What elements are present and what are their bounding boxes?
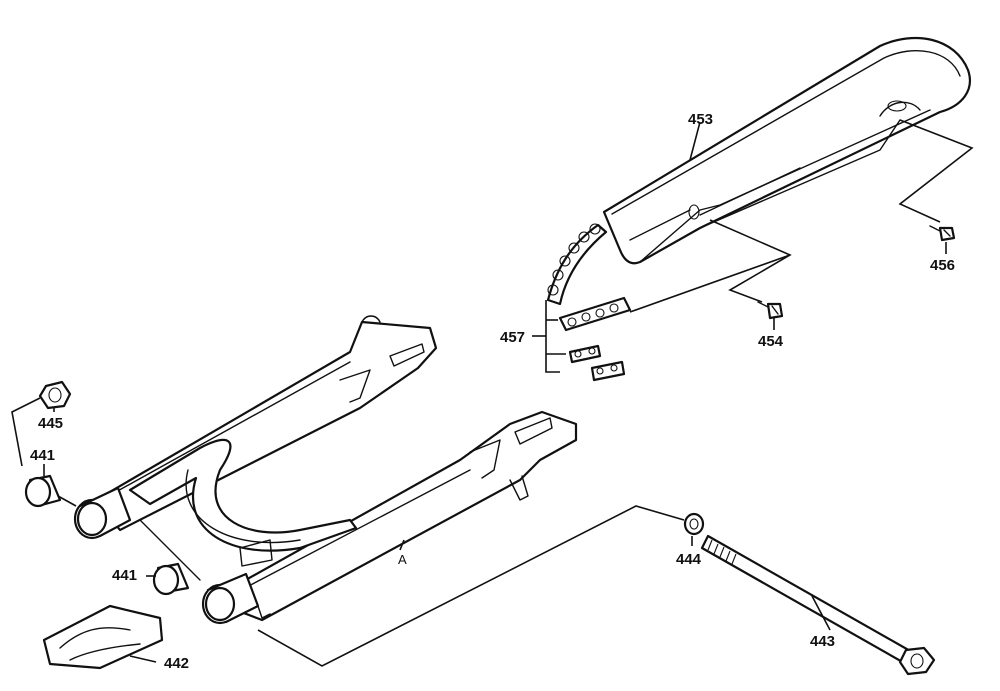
washer-444	[683, 512, 705, 536]
nut-445	[38, 380, 72, 410]
callout-454: 454	[758, 333, 784, 350]
chain-guard	[602, 36, 971, 265]
callout-441-upper: 441	[30, 447, 55, 464]
drive-chain	[546, 223, 791, 382]
bolt-454	[757, 301, 784, 320]
bushing-upper	[24, 474, 62, 508]
callout-442: 442	[164, 655, 189, 672]
pivot-bolt-443	[700, 534, 936, 676]
callout-453: 453	[688, 111, 713, 128]
callout-443: 443	[810, 633, 835, 650]
callout-441-lower: 441	[112, 567, 137, 584]
callout-445: 445	[38, 415, 63, 432]
callout-444: 444	[676, 551, 702, 568]
chain-slider	[42, 604, 164, 670]
callout-a: A	[398, 552, 407, 567]
bolt-456	[929, 225, 956, 242]
callout-457: 457	[500, 329, 525, 346]
leader-lines	[11, 119, 974, 667]
swingarm	[73, 315, 578, 625]
bushing-lower	[152, 562, 190, 596]
callout-456: 456	[930, 257, 955, 274]
